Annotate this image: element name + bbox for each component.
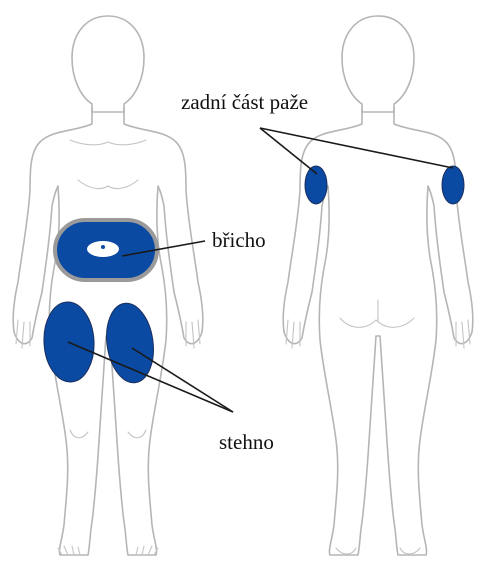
right-back-arm-site	[442, 166, 464, 204]
abdomen-label: břicho	[212, 228, 266, 252]
front-body-figure	[13, 16, 203, 555]
arm-leader-left	[260, 128, 317, 174]
back-of-upper-arm-label: zadní část paže	[181, 90, 308, 114]
left-back-arm-site	[305, 166, 327, 204]
thigh-label: stehno	[219, 430, 274, 454]
navel-dot	[101, 245, 105, 249]
back-body-figure	[283, 16, 473, 555]
arm-leader-right	[260, 128, 453, 168]
right-thigh-site	[102, 300, 159, 386]
thigh-leader-right	[132, 348, 233, 412]
